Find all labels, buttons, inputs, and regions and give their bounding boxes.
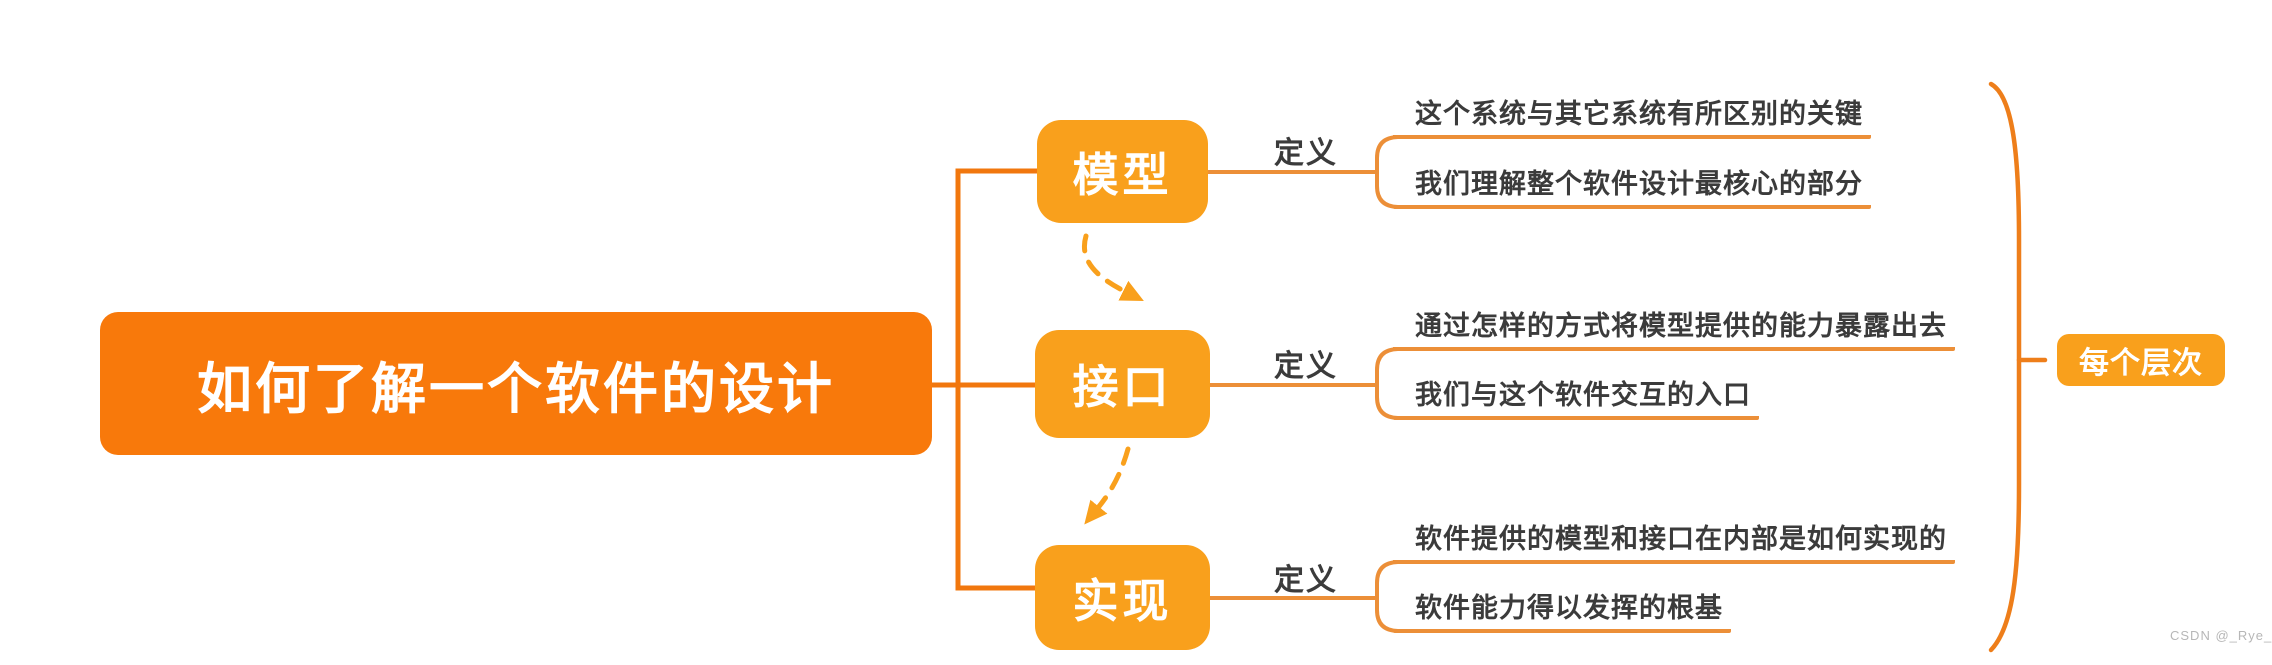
definition-model-2[interactable]: 我们理解整个软件设计最核心的部分 <box>1393 167 1871 209</box>
trunk-connector <box>930 168 1040 591</box>
branch-topic-implementation[interactable]: 实现 <box>1035 545 1210 650</box>
summary-topic[interactable]: 每个层次 <box>2057 334 2225 386</box>
arrow-model-to-interface <box>1082 233 1144 301</box>
fork-bracket-model <box>1375 135 1400 209</box>
definition-interface-1[interactable]: 通过怎样的方式将模型提供的能力暴露出去 <box>1393 309 1955 351</box>
definition-interface-2[interactable]: 我们与这个软件交互的入口 <box>1393 378 1759 420</box>
branch-topic-interface[interactable]: 接口 <box>1035 330 1210 438</box>
fork-bracket-interface <box>1375 347 1400 420</box>
definition-model-1[interactable]: 这个系统与其它系统有所区别的关键 <box>1393 97 1871 139</box>
watermark: CSDN @_Rye_ <box>2170 628 2272 643</box>
root-topic[interactable]: 如何了解一个软件的设计 <box>100 312 932 455</box>
relation-label-implementation[interactable]: 定义 <box>1274 564 1338 597</box>
summary-brace <box>1988 81 2022 653</box>
arrow-interface-to-implementation <box>1084 446 1131 525</box>
relation-label-model[interactable]: 定义 <box>1274 137 1338 170</box>
branch-topic-model[interactable]: 模型 <box>1037 120 1208 223</box>
definition-implementation-2[interactable]: 软件能力得以发挥的根基 <box>1393 591 1731 633</box>
relation-label-interface[interactable]: 定义 <box>1274 350 1338 383</box>
fork-bracket-implementation <box>1375 560 1400 633</box>
definition-implementation-1[interactable]: 软件提供的模型和接口在内部是如何实现的 <box>1393 522 1955 564</box>
